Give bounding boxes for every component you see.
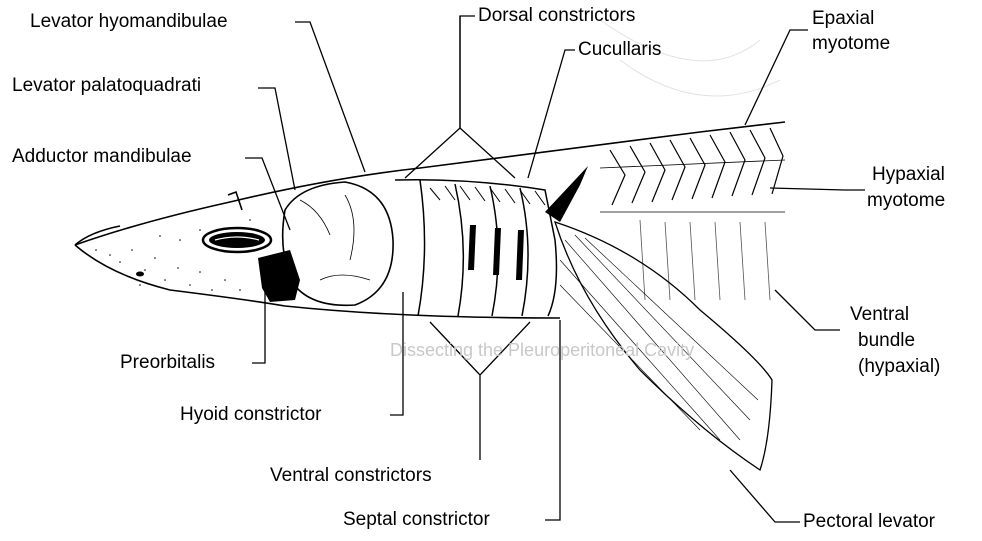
label-adductor-mandibulae: Adductor mandibulae bbox=[12, 146, 192, 168]
adductor-mandibulae-muscle bbox=[283, 182, 393, 305]
label-epaxial-myotome-1: Epaxial bbox=[812, 8, 874, 30]
label-ventral-bundle-2: bundle bbox=[858, 330, 915, 352]
dorsal-constrictor-hatch bbox=[430, 186, 545, 205]
label-dorsal-constrictors: Dorsal constrictors bbox=[478, 5, 635, 27]
cucullaris-muscle bbox=[545, 166, 588, 222]
label-levator-palatoquadrati: Levator palatoquadrati bbox=[12, 75, 201, 97]
gill-slits bbox=[468, 225, 524, 280]
label-ventral-bundle-1: Ventral bbox=[850, 304, 909, 326]
jaw-region bbox=[258, 250, 300, 302]
leader-lines bbox=[245, 16, 865, 522]
bleed-through-text: Dissecting the Pleuroperitoneal Cavity bbox=[390, 340, 694, 361]
label-hypaxial-myotome-1: Hypaxial bbox=[872, 164, 945, 186]
nostril bbox=[136, 272, 144, 277]
eye bbox=[203, 228, 271, 252]
label-cucullaris: Cucullaris bbox=[578, 39, 661, 61]
label-epaxial-myotome-2: myotome bbox=[812, 33, 890, 55]
label-preorbitalis: Preorbitalis bbox=[120, 352, 215, 374]
branchial-region bbox=[395, 180, 556, 316]
label-ventral-constrictors: Ventral constrictors bbox=[270, 465, 432, 487]
label-septal-constrictor: Septal constrictor bbox=[343, 509, 490, 531]
label-levator-hyomandibulae: Levator hyomandibulae bbox=[30, 11, 228, 33]
label-ventral-bundle-3: (hypaxial) bbox=[858, 356, 940, 378]
label-hypaxial-myotome-2: myotome bbox=[867, 190, 945, 212]
ventral-myotomes bbox=[640, 220, 770, 300]
label-hyoid-constrictor: Hyoid constrictor bbox=[180, 404, 322, 426]
label-pectoral-levator: Pectoral levator bbox=[803, 511, 935, 533]
